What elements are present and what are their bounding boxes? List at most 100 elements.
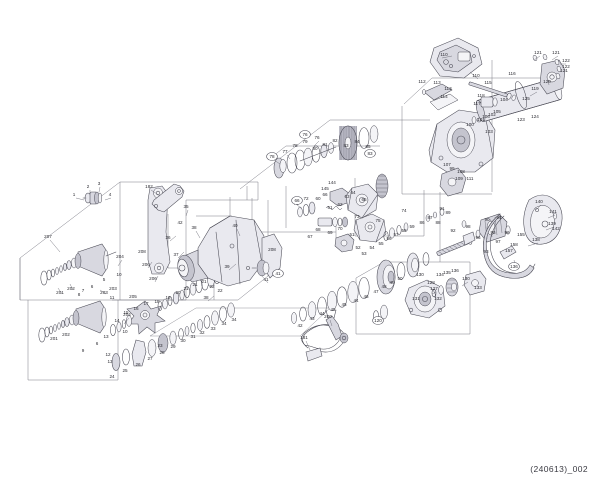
part-number-label: 142 bbox=[552, 226, 560, 231]
part-number-label: 201 bbox=[56, 290, 64, 295]
part-number-label: 70 bbox=[337, 226, 343, 231]
part-number-label: 53 bbox=[361, 251, 367, 256]
part-number-label: 41 bbox=[275, 271, 281, 276]
part-number-label: 21 bbox=[183, 286, 189, 291]
part-number-label: 208 bbox=[268, 247, 276, 252]
part-number-label: 2 bbox=[87, 184, 90, 189]
part-number-label: 111 bbox=[467, 176, 474, 181]
part-number-label: 23 bbox=[157, 343, 163, 348]
part-number-label: 118 bbox=[477, 93, 485, 98]
part-number-label: 96 bbox=[475, 235, 481, 240]
part-number-label: 60 bbox=[315, 196, 321, 201]
part-number-label: 48 bbox=[381, 284, 387, 289]
part-number-label: 14 bbox=[114, 318, 120, 323]
part-number-label: 40 bbox=[232, 223, 238, 228]
part-number-label: 97 bbox=[495, 239, 501, 244]
part-number-label: 32 bbox=[199, 330, 205, 335]
part-number-label: 93 bbox=[483, 249, 489, 254]
part-number-label: 38 bbox=[203, 295, 209, 300]
part-number-label: 15 bbox=[123, 310, 129, 315]
part-number-label: 13 bbox=[103, 334, 109, 339]
part-number-label: 65 bbox=[361, 197, 367, 202]
part-number-label: 12 bbox=[105, 352, 111, 357]
part-number-label: 102 bbox=[488, 112, 496, 117]
part-number-label: 6 bbox=[91, 284, 94, 289]
part-number-label: 99 bbox=[449, 166, 455, 171]
part-number-label: 45 bbox=[341, 302, 347, 307]
part-number-label: 135 bbox=[443, 270, 451, 275]
part-number-label: 42 bbox=[297, 323, 303, 328]
part-number-label: 76 bbox=[302, 132, 308, 137]
part-number-label: 52 bbox=[355, 245, 361, 250]
part-number-label: 61 bbox=[327, 205, 333, 210]
part-number-label: 123 bbox=[517, 117, 525, 122]
part-number-label: 113 bbox=[444, 86, 452, 91]
part-number-label: 100 bbox=[466, 122, 474, 127]
part-number-label: 136 bbox=[510, 264, 518, 269]
part-number-label: 98 bbox=[465, 224, 471, 229]
part-number-label: 157 bbox=[505, 248, 513, 253]
part-number-label: 39 bbox=[224, 264, 230, 269]
part-number-label: 78 bbox=[269, 154, 275, 159]
part-number-label: 130 bbox=[462, 276, 470, 281]
part-number-label: 89 bbox=[445, 210, 451, 215]
gearbox-housing bbox=[425, 99, 507, 228]
part-number-label: 87 bbox=[427, 215, 433, 220]
part-number-label: 29 bbox=[170, 344, 176, 349]
part-number-label: 22 bbox=[209, 284, 215, 289]
part-number-label: 203 bbox=[100, 290, 108, 295]
part-number-label: 73 bbox=[354, 214, 360, 219]
part-number-label: 120 bbox=[374, 318, 382, 323]
part-number-label: 50 bbox=[397, 276, 403, 281]
part-number-label: 101 bbox=[477, 117, 485, 122]
circled-part-number: 78 bbox=[266, 152, 278, 161]
part-number-label: 122 bbox=[562, 64, 570, 69]
part-number-label: 64 bbox=[350, 190, 356, 195]
part-number-label: 45 bbox=[330, 307, 336, 312]
part-number-label: 1 bbox=[73, 192, 76, 197]
part-number-label: 181 bbox=[300, 335, 308, 340]
part-number-label: 47 bbox=[373, 289, 379, 294]
part-number-label: 38 bbox=[191, 225, 197, 230]
part-number-label: 19 bbox=[165, 295, 171, 300]
clutch-cluster bbox=[297, 173, 409, 253]
part-number-label: 59 bbox=[409, 224, 415, 229]
part-number-label: 76 bbox=[314, 135, 320, 140]
part-number-label: 103 bbox=[485, 129, 493, 134]
part-number-label: 41 bbox=[263, 277, 269, 282]
part-number-label: 122 bbox=[562, 58, 570, 63]
part-number-label: 83 bbox=[343, 143, 349, 148]
part-number-label: 128 bbox=[427, 280, 435, 285]
part-number-label: 51 bbox=[349, 232, 355, 237]
part-number-label: 121 bbox=[552, 50, 560, 55]
part-number-label: 83 bbox=[367, 151, 373, 156]
part-number-label: 7 bbox=[82, 288, 85, 293]
part-number-label: 42 bbox=[177, 220, 183, 225]
part-number-label: 74 bbox=[401, 208, 407, 213]
part-number-label: 132 bbox=[434, 296, 442, 301]
part-number-label: 155 bbox=[517, 232, 525, 237]
part-number-label: 4 bbox=[109, 192, 112, 197]
part-number-label: 200 bbox=[324, 314, 332, 319]
part-number-label: 116 bbox=[508, 71, 516, 76]
side-cover-group bbox=[483, 194, 563, 279]
part-number-label: 144 bbox=[328, 180, 336, 185]
part-number-label: 202 bbox=[62, 332, 70, 337]
part-number-label: 31 bbox=[190, 334, 196, 339]
part-number-label: 119 bbox=[531, 86, 539, 91]
circled-part-number: 76 bbox=[299, 130, 311, 139]
part-number-label: 158 bbox=[510, 242, 518, 247]
part-number-label: 112 bbox=[418, 79, 426, 84]
part-number-label: 206 bbox=[142, 262, 150, 267]
part-number-label: 121 bbox=[534, 50, 542, 55]
part-number-label: 77 bbox=[282, 149, 288, 154]
part-number-label: 22 bbox=[217, 288, 223, 293]
part-number-label: 30 bbox=[180, 338, 186, 343]
part-number-label: 90 bbox=[484, 217, 490, 222]
part-number-label: 26 bbox=[135, 362, 141, 367]
part-number-label: 117 bbox=[473, 101, 481, 106]
circled-part-number: 120 bbox=[372, 316, 384, 325]
part-number-label: 3 bbox=[98, 181, 101, 186]
